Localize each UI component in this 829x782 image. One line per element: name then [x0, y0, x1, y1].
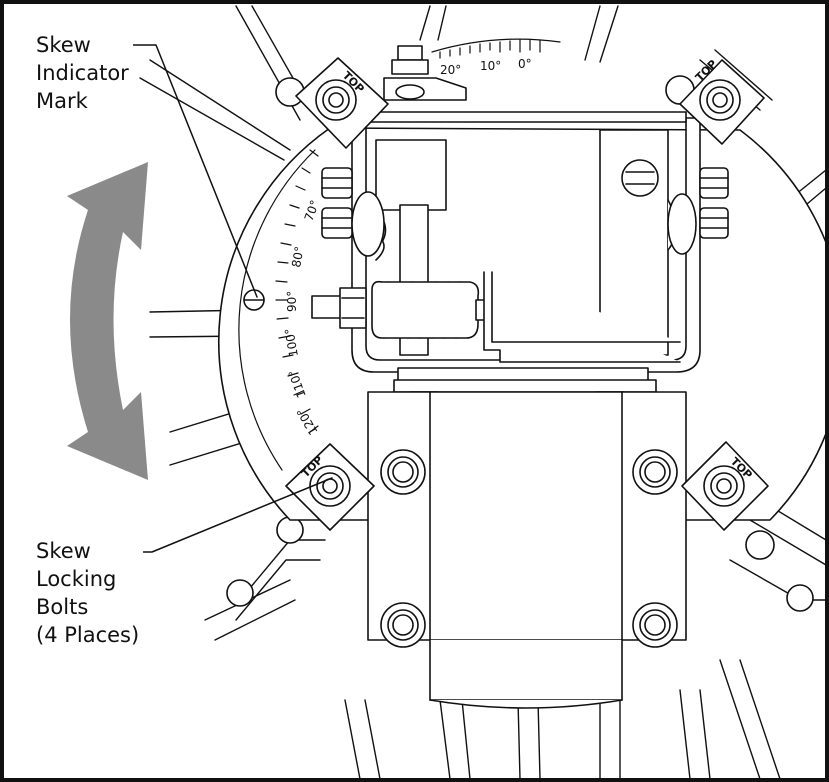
left-side-nuts: [321, 167, 385, 257]
callout-line: Skew: [36, 33, 91, 57]
top-dial-label-10: 10°: [480, 59, 501, 73]
skew-locking-bolts-callout: Skew Locking Bolts (4 Places): [34, 537, 144, 649]
right-side-nuts: [667, 167, 729, 255]
top-dial-label-0: 0°: [518, 57, 532, 71]
dial-label-70: 70°: [302, 198, 322, 223]
skew-locking-bolt-bottom-right: [681, 441, 769, 531]
mast-clamp: [367, 391, 687, 709]
top-dial-label-20: 20°: [440, 63, 461, 77]
skew-locking-bolt-bottom-left: [285, 443, 375, 531]
callout-line: Bolts: [36, 595, 89, 619]
callout-line: Skew: [36, 539, 91, 563]
top-dial-labels: 20° 10° 0°: [440, 57, 532, 77]
skew-locking-bolt-top-left: [295, 57, 389, 149]
callout-line: Indicator: [36, 61, 129, 85]
callout-line: Mark: [36, 89, 88, 113]
top-dial-scale: [431, 38, 561, 59]
skew-dial-ticks: [275, 149, 319, 433]
dial-label-90: 90°: [285, 291, 299, 312]
adjust-spring: [311, 271, 681, 363]
double-headed-curved-arrow-icon: [67, 162, 148, 480]
skew-indicator-callout: Skew Indicator Mark: [34, 31, 133, 115]
dial-label-80: 80°: [289, 245, 306, 268]
callout-line: (4 Places): [36, 623, 140, 647]
callout-line: Locking: [36, 567, 117, 591]
skew-indicator-mark: [243, 289, 265, 311]
skew-locking-bolt-top-right: [679, 59, 765, 145]
clamp-plate: [393, 367, 657, 393]
top-adjust-bolt: [383, 45, 467, 101]
dial-label-100: 100°: [282, 327, 301, 358]
mast-clamp-bolts: [380, 449, 678, 648]
